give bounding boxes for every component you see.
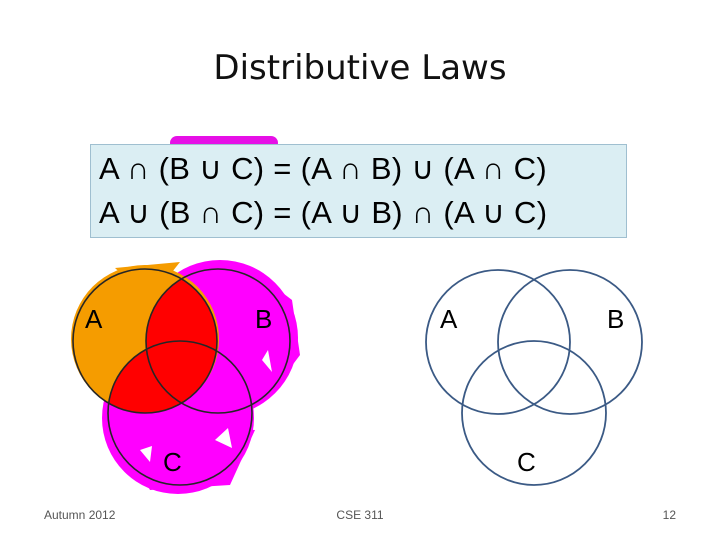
right-label-a: A — [440, 304, 458, 334]
left-circle-c — [107, 340, 253, 486]
right-circle-c — [461, 340, 607, 486]
distributive-law-1: A ∩ (B ∪ C) = (A ∩ B) ∪ (A ∩ C) — [99, 151, 547, 186]
left-label-a: A — [85, 304, 103, 334]
left-circle-b — [145, 268, 291, 414]
footer-page-number: 12 — [662, 508, 676, 522]
left-circle-a — [72, 268, 218, 414]
right-circle-a — [425, 269, 571, 415]
right-label-c: C — [517, 447, 536, 477]
footer-course: CSE 311 — [336, 508, 384, 522]
right-circle-b — [497, 269, 643, 415]
distributive-law-2: A ∪ (B ∩ C) = (A ∪ B) ∩ (A ∪ C) — [99, 195, 548, 230]
formula-box: A ∩ (B ∪ C) = (A ∩ B) ∪ (A ∩ C) A ∪ (B ∩… — [90, 144, 627, 238]
left-label-c: C — [163, 447, 182, 477]
right-label-b: B — [607, 304, 624, 334]
slide-title: Distributive Laws — [213, 48, 507, 88]
scribble-gaps — [140, 350, 272, 480]
left-venn-diagram: A B C — [71, 260, 300, 494]
left-label-b: B — [255, 304, 272, 334]
right-venn-diagram: A B C — [425, 269, 643, 486]
footer-term: Autumn 2012 — [44, 508, 116, 522]
